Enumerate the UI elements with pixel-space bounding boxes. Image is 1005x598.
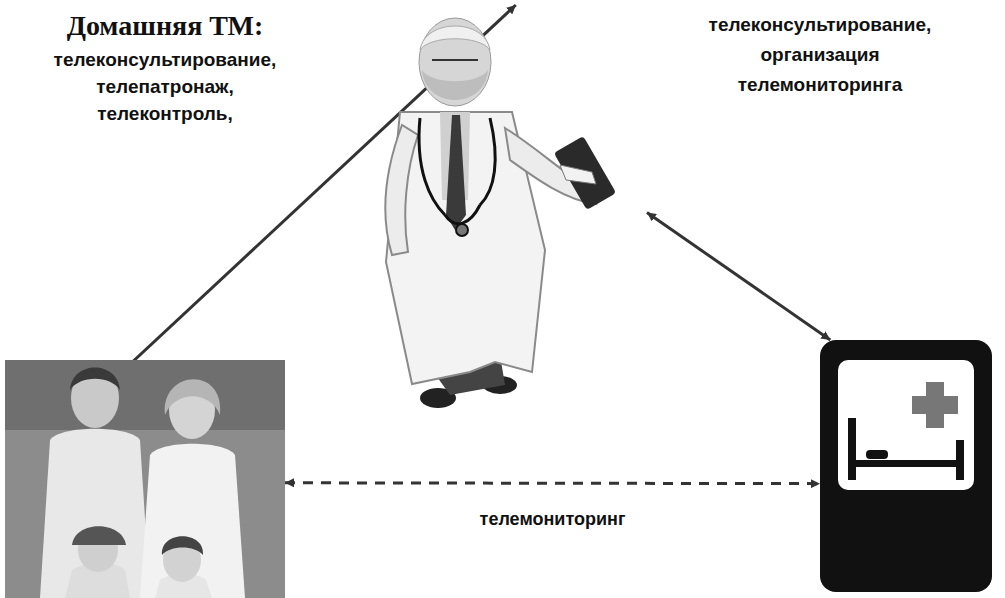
family-photo [5, 360, 285, 598]
dashed-arrow [285, 481, 820, 485]
service-list: телеконсультирование, организация телемо… [690, 10, 950, 100]
service-list: телеконсультирование, телепатронаж, теле… [35, 46, 295, 127]
doctor-node [345, 5, 650, 420]
edge-label: телемониторинг [476, 509, 630, 530]
hospital-sign [820, 340, 992, 592]
family-node [5, 358, 285, 598]
doctor-figure [385, 18, 616, 408]
double-arrow [647, 213, 830, 341]
hospital-node [820, 340, 992, 592]
heading-label: Домашняя ТМ: [30, 10, 300, 42]
